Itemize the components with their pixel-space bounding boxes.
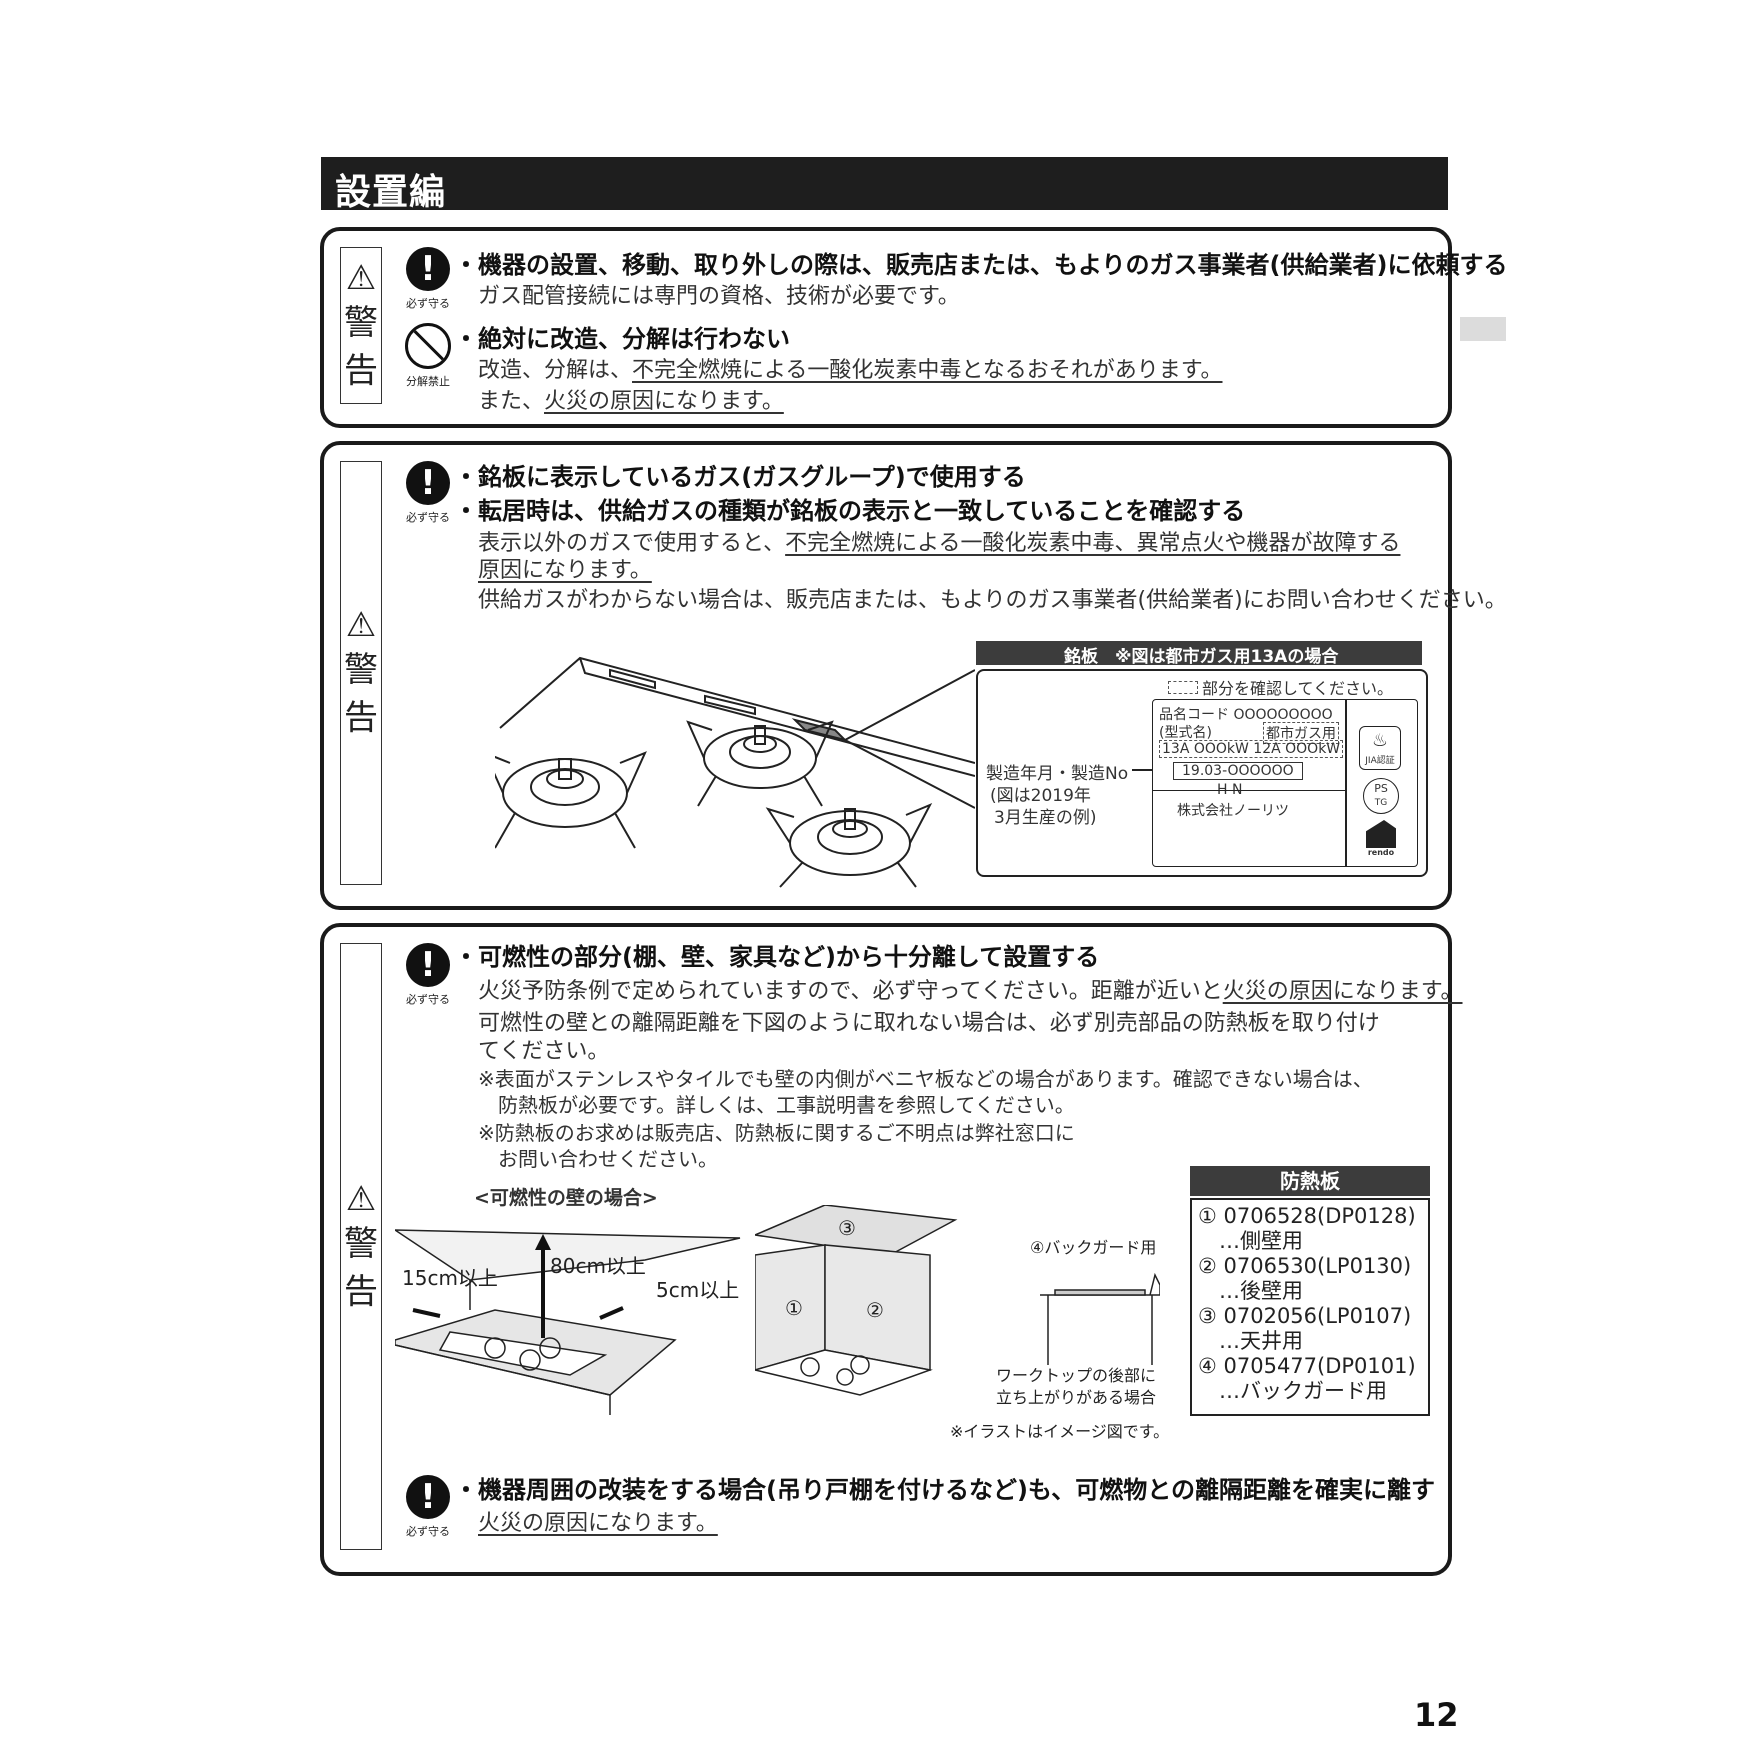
heat-part-line: ④ 0705477(DP0101) — [1198, 1354, 1416, 1378]
bullet-renovation: ・機器周囲の改装をする場合(吊り戸棚を付けるなど)も、可燃物との離隔距離を確実に… — [454, 1476, 1435, 1504]
dim-side-label: 15cm以上 — [402, 1266, 498, 1290]
note-purchase-cont: お問い合わせください。 — [498, 1147, 718, 1171]
mfg-label-3: 3月生産の例) — [994, 808, 1097, 828]
nameplate-title-bar: 銘板 ※図は都市ガス用13Aの場合 — [976, 641, 1422, 667]
must-do-icon-2: !必ず守る — [406, 1475, 450, 1538]
must-do-icon: !必ず守る — [406, 461, 450, 524]
warning-triangle-icon: ⚠ — [345, 257, 377, 298]
desc-wrong-gas-cont: 原因になります。 — [478, 558, 652, 583]
desc-contact-supplier: 供給ガスがわからない場合は、販売店または、もよりのガス事業者(供給業者)にお問い… — [478, 588, 1507, 613]
bullet-use-plate-gas: ・銘板に表示しているガス(ガスグループ)で使用する — [454, 463, 1026, 491]
mfg-label-1: 製造年月・製造No — [986, 764, 1129, 784]
heat-part-line: …後壁用 — [1198, 1279, 1303, 1303]
warning-label: ⚠ 警 告 — [340, 943, 382, 1550]
warning-triangle-icon: ⚠ — [345, 605, 377, 645]
heat-part-line: …天井用 — [1198, 1329, 1303, 1353]
no-disassemble-icon: 分解禁止 — [402, 323, 454, 389]
nameplate-confirm-note: 部分を確認してください。 — [1168, 675, 1393, 699]
warning-triangle-icon: ⚠ — [345, 1178, 377, 1219]
desc-heat-shield-cont: てください。 — [478, 1039, 610, 1064]
warning-box-2: ⚠ 警 告 !必ず守る ・銘板に表示しているガス(ガスグループ)で使用する ・転… — [320, 441, 1507, 910]
section-title: 設置編 — [335, 172, 447, 213]
heat-shield-diagram — [755, 1205, 958, 1396]
bullet-install-by-dealer: ・機器の設置、移動、取り外しの際は、販売店または、もよりのガス事業者(供給業者)… — [454, 251, 1508, 279]
heat-part-line: ① 0706528(DP0128) — [1198, 1204, 1416, 1228]
heat-shield-parts-list: ① 0706528(DP0128) …側壁用 ② 0706530(LP0130)… — [1190, 1198, 1430, 1416]
page-number: 12 — [1414, 1696, 1459, 1734]
clearance-diagram — [395, 1229, 741, 1415]
dim-back-label: 5cm以上 — [656, 1278, 740, 1302]
gas-stove-illustration — [495, 656, 975, 888]
marker-2: ② — [866, 1298, 884, 1322]
mfg-label-2: (図は2019年 — [990, 786, 1091, 806]
heat-shield-title-bar: 防熱板 — [1190, 1166, 1430, 1196]
image-note: ※イラストはイメージ図です。 — [950, 1422, 1170, 1441]
note-stainless: ※表面がステンレスやタイルでも壁の内側がベニヤ板などの場合があります。確認できな… — [478, 1067, 1373, 1091]
section-header: 設置編 — [321, 157, 1448, 213]
bullet-check-gas-on-move: ・転居時は、供給ガスの種類が銘板の表示と一致していることを確認する — [454, 497, 1246, 525]
warning-box-1: ⚠ 警 告 !必ず守る 分解禁止 ・機器の設置、移動、取り外しの際は、販売店また… — [320, 227, 1507, 428]
jia-mark-icon: ♨JIA認証 — [1359, 726, 1401, 770]
heat-part-line: …バックガード用 — [1198, 1379, 1387, 1403]
bullet-no-modify: ・絶対に改造、分解は行わない — [454, 325, 790, 353]
marker-1: ① — [785, 1296, 803, 1320]
nameplate-callout: 製造年月・製造No (図は2019年 3月生産の例) 品名コード OOOOOOO… — [976, 669, 1428, 877]
rendo-mark-icon: rendo — [1363, 820, 1399, 860]
marker-3: ③ — [838, 1216, 856, 1240]
desc-wrong-gas: 表示以外のガスで使用すると、不完全燃焼による一酸化炭素中毒、異常点火や機器が故障… — [478, 531, 1401, 556]
desc-co-poisoning: 改造、分解は、不完全燃焼による一酸化炭素中毒となるおそれがあります。 — [478, 358, 1223, 383]
warning-label: ⚠ 警 告 — [340, 247, 382, 404]
worktop-note-1: ワークトップの後部に — [996, 1366, 1157, 1385]
heat-part-line: ② 0706530(LP0130) — [1198, 1254, 1412, 1278]
worktop-note-2: 立ち上がりがある場合 — [996, 1388, 1157, 1407]
desc-renovation-fire: 火災の原因になります。 — [478, 1511, 718, 1536]
heat-part-line: …側壁用 — [1198, 1229, 1303, 1253]
desc-qualification: ガス配管接続には専門の資格、技術が必要です。 — [478, 284, 960, 309]
desc-fire-cause: また、火災の原因になります。 — [478, 389, 784, 414]
note-stainless-cont: 防熱板が必要です。詳しくは、工事説明書を参照してください。 — [498, 1093, 1075, 1117]
must-do-icon: !必ず守る — [406, 943, 450, 1006]
side-tab-marker — [1460, 317, 1506, 341]
heat-part-line: ③ 0702056(LP0107) — [1198, 1304, 1412, 1328]
backguard-diagram — [1040, 1272, 1160, 1365]
warning-label: ⚠ 警 告 — [340, 461, 382, 885]
dim-top-label: 80cm以上 — [550, 1254, 646, 1278]
must-do-icon: !必ず守る — [406, 247, 450, 310]
nameplate-title: 銘板 ※図は都市ガス用13Aの場合 — [1064, 647, 1339, 667]
desc-fire-ordinance: 火災予防条例で定められていますので、必ず守ってください。距離が近いと火災の原因に… — [478, 979, 1463, 1004]
note-purchase: ※防熱板のお求めは販売店、防熱板に関するご不明点は弊社窓口に — [478, 1121, 1075, 1145]
desc-heat-shield: 可燃性の壁との離隔距離を下図のように取れない場合は、必ず別売部品の防熱板を取り付… — [478, 1011, 1380, 1036]
nameplate-inner: 品名コード OOOOOOOOO (型式名) 都市ガス用 13A OOOkW 12… — [1152, 699, 1418, 867]
wall-diagram-caption: <可燃性の壁の場合> — [474, 1187, 658, 1209]
backguard-label: ④バックガード用 — [1030, 1238, 1157, 1257]
bullet-keep-distance: ・可燃性の部分(棚、壁、家具など)から十分離して設置する — [454, 943, 1100, 971]
